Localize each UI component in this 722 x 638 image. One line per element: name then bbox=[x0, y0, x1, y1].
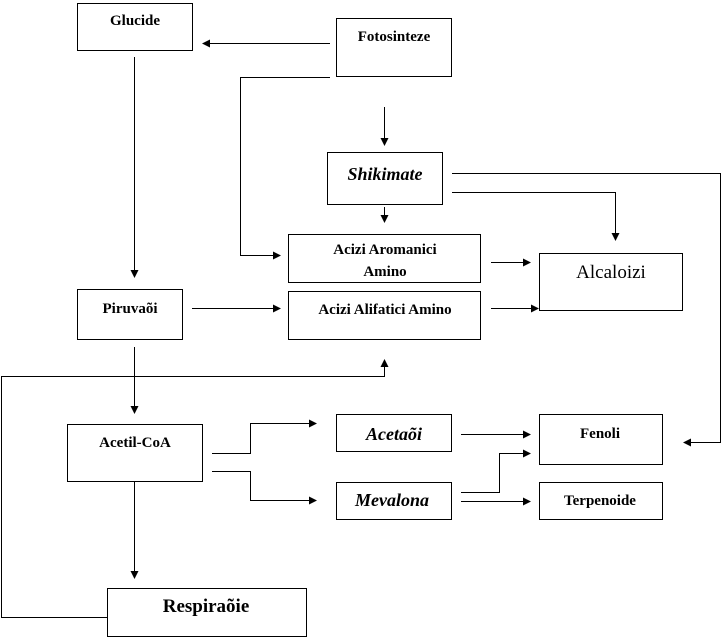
arrow-mevalona-fenoli bbox=[461, 449, 531, 493]
node-label: Shikimate bbox=[347, 164, 422, 184]
node-label: Acizi Aromanici bbox=[333, 242, 436, 258]
node-acetil-coa: Acetil-CoA bbox=[67, 424, 203, 482]
node-fotosinteze: Fotosinteze bbox=[336, 18, 452, 77]
arrow-shikimate-alcaloizi bbox=[452, 192, 620, 241]
node-label: Acizi Alifatici Amino bbox=[318, 302, 451, 318]
arrow-acetil-coa-acetaoi bbox=[212, 419, 317, 454]
arrow-acetil-coa-mevalona bbox=[212, 471, 317, 505]
node-acizi-aromanici-amino: Acizi Aromanici Amino bbox=[288, 234, 481, 283]
node-label: Acetil-CoA bbox=[99, 435, 171, 451]
node-label: Amino bbox=[363, 264, 406, 280]
node-respiraoie: Respiraõie bbox=[107, 588, 307, 637]
node-label: Fenoli bbox=[580, 426, 620, 442]
arrow-fotosinteze-acizi-aromanici bbox=[240, 77, 330, 260]
arrow-respiraoie-loop bbox=[1, 359, 389, 618]
node-label: Fotosinteze bbox=[358, 29, 431, 45]
node-label: Acetaõi bbox=[365, 424, 422, 444]
node-label: Piruvaõi bbox=[103, 301, 158, 317]
node-label: Alcaloizi bbox=[576, 262, 646, 283]
node-shikimate: Shikimate bbox=[327, 152, 443, 205]
arrow-shikimate-fenoli bbox=[452, 173, 721, 447]
node-mevalona: Mevalona bbox=[336, 482, 452, 520]
node-label: Glucide bbox=[110, 13, 160, 29]
node-piruvaoi: Piruvaõi bbox=[77, 289, 183, 340]
node-acizi-alifatici-amino: Acizi Alifatici Amino bbox=[288, 291, 481, 340]
node-label: Terpenoide bbox=[564, 493, 636, 509]
node-fenoli: Fenoli bbox=[539, 414, 663, 465]
node-terpenoide: Terpenoide bbox=[539, 482, 663, 520]
node-label: Mevalona bbox=[354, 490, 429, 510]
node-acetaoi: Acetaõi bbox=[336, 414, 452, 452]
node-label: Respiraõie bbox=[163, 596, 250, 617]
node-alcaloizi: Alcaloizi bbox=[539, 253, 683, 311]
node-glucide: Glucide bbox=[77, 3, 193, 51]
